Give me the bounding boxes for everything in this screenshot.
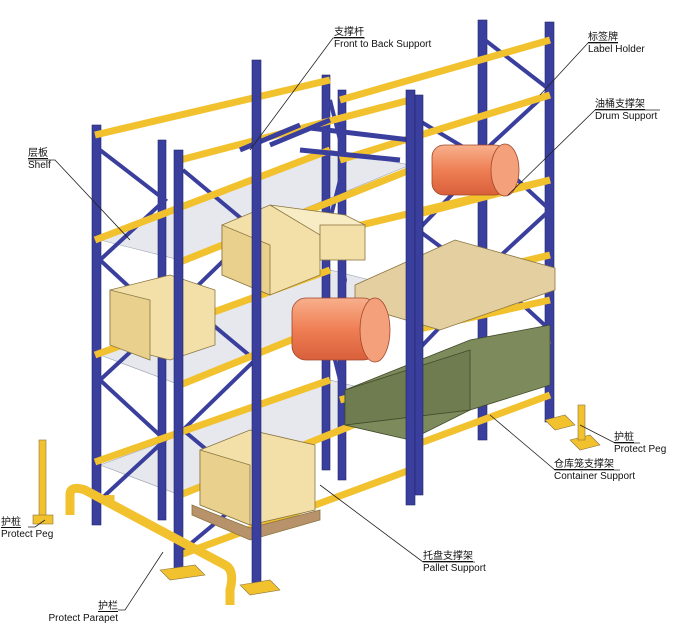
label-zh: 油桶支撑架: [595, 99, 645, 110]
label-en: Front to Back Support: [334, 39, 432, 50]
base-plates: [159, 414, 601, 596]
label-en: Shelf: [28, 160, 51, 171]
label-en: Label Holder: [588, 44, 645, 55]
protect-parapet-label: 护栏 Protect Parapet: [45, 601, 118, 625]
label-zh: 支撑杆: [334, 27, 364, 38]
protect-peg-left-label: 护桩 Protect Peg: [1, 517, 53, 541]
label-zh: 仓库笼支撑架: [554, 459, 614, 470]
label-zh: 护栏: [98, 601, 118, 612]
pallet-support-label: 托盘支撑架 Pallet Support: [423, 551, 486, 575]
container-support-label: 仓库笼支撑架 Container Support: [554, 459, 635, 483]
label-en: Protect Peg: [614, 444, 667, 455]
label-en: Container Support: [554, 471, 636, 482]
front-to-back-supports: [239, 117, 411, 163]
protect-pegs: [32, 404, 586, 525]
label-zh: 护桩: [1, 517, 21, 528]
label-zh: 标签牌: [588, 32, 618, 43]
protect-peg-right-label: 护桩 Protect Peg: [614, 432, 666, 456]
protect-parapet: [65, 483, 237, 605]
drum-support-label: 油桶支撑架 Drum Support: [595, 99, 657, 123]
label-zh: 托盘支撑架: [423, 551, 473, 562]
front-to-back-support-label: 支撑杆 Front to Back Support: [334, 27, 431, 51]
label-en: Protect Parapet: [48, 613, 118, 624]
callout-lines: [28, 37, 660, 611]
label-holder-label: 标签牌 Label Holder: [588, 32, 645, 56]
label-zh: 层板: [28, 148, 48, 159]
drums: [291, 143, 520, 363]
label-en: Protect Peg: [1, 529, 54, 540]
shelf-label: 层板 Shelf: [28, 148, 51, 172]
label-en: Pallet Support: [423, 563, 486, 574]
label-en: Drum Support: [595, 111, 658, 122]
label-zh: 护桩: [614, 432, 634, 443]
